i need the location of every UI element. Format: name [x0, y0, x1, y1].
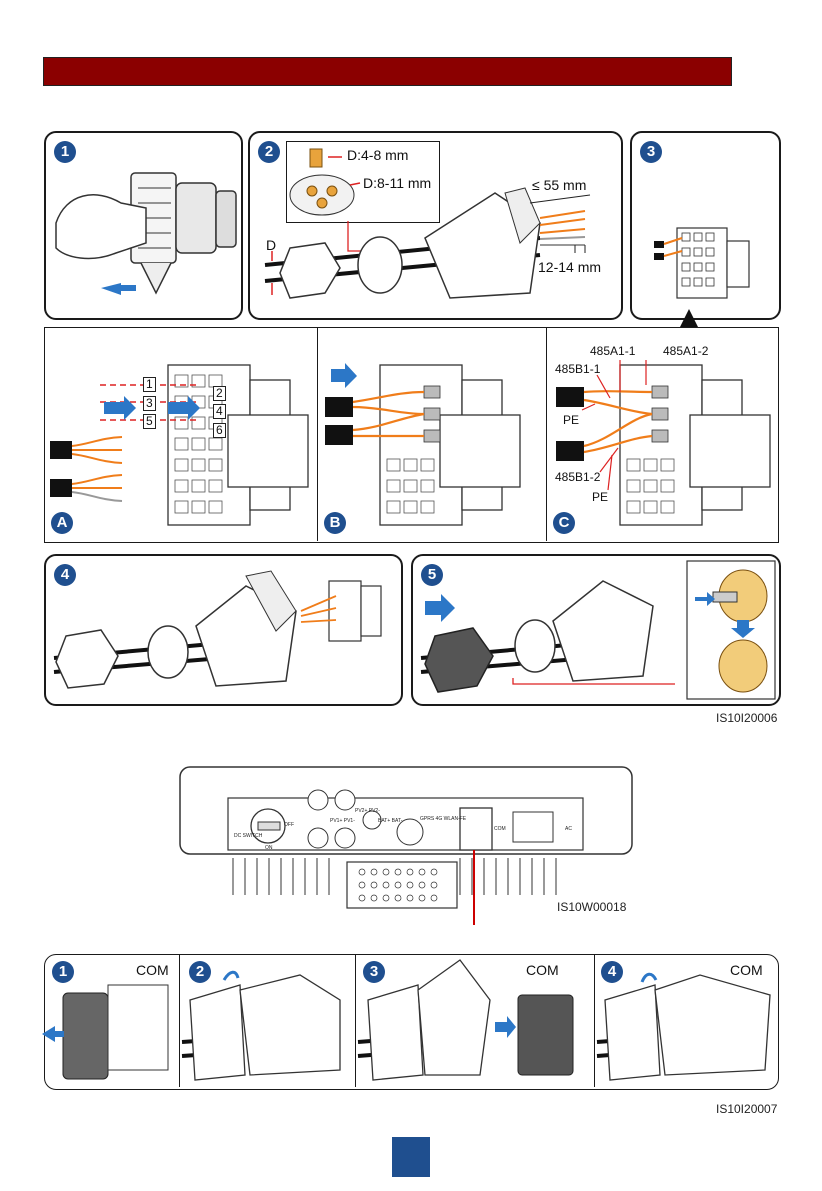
bottom-step-com-label: COM — [136, 962, 169, 978]
divider-bc — [546, 327, 547, 541]
sub-step-badge: A — [51, 512, 73, 534]
large-seal-diameter-label: D:8-11 mm — [363, 175, 431, 191]
bottom-step-badge: 3 — [363, 961, 385, 983]
pin-label: 5 — [143, 414, 156, 429]
page-footer-box — [392, 1137, 430, 1177]
section-header-bar — [43, 57, 732, 86]
cable-stripping-illustration — [250, 133, 621, 318]
wire-label-485a1-2: 485A1-2 — [663, 344, 708, 358]
bottom-step-badge: 2 — [189, 961, 211, 983]
bottom-step-badge: 4 — [601, 961, 623, 983]
device-label-on: ON — [265, 845, 273, 851]
pin-label: 3 — [143, 396, 156, 411]
wire-label-pe-1: PE — [563, 413, 579, 427]
device-label-pv1: PV1+ PV1- — [330, 818, 355, 824]
device-label-dc-switch: DC SWITCH — [234, 833, 262, 839]
sub-step-badge: B — [324, 512, 346, 534]
bottom-step-badge: 1 — [52, 961, 74, 983]
pin-label: 1 — [143, 377, 156, 392]
hand-removing-connector-illustration — [46, 133, 241, 318]
wire-label-485a1-1: 485A1-1 — [590, 344, 635, 358]
device-label-gprs: GPRS 4G WLAN-FE — [420, 816, 466, 822]
device-label-pv2: PV2+ PV2- — [355, 808, 380, 814]
sub-step-badge: C — [553, 512, 575, 534]
divider-b2 — [355, 955, 356, 1087]
pin-label: 6 — [213, 423, 226, 438]
figure-code-1: IS10I20006 — [716, 711, 777, 725]
pin-label: 4 — [213, 404, 226, 419]
step-3-panel: 3 — [630, 131, 781, 320]
strip-length-label: ≤ 55 mm — [532, 177, 586, 193]
pin-label: 2 — [213, 386, 226, 401]
bottom-step-com-label: COM — [730, 962, 763, 978]
figure-code-device: IS10W00018 — [557, 900, 626, 914]
device-label-bat: BAT+ BAT- — [378, 818, 402, 824]
terminal-block-thumbnail — [632, 133, 779, 318]
bare-length-label: 12-14 mm — [538, 259, 601, 275]
bottom-step-com-label: COM — [526, 962, 559, 978]
wire-label-485b1-2: 485B1-2 — [555, 470, 600, 484]
device-label-com: COM — [494, 826, 506, 832]
device-label-ac: AC — [565, 826, 572, 832]
device-label-off: OFF — [284, 822, 294, 828]
figure-code-2: IS10I20007 — [716, 1102, 777, 1116]
wire-label-pe-2: PE — [592, 490, 608, 504]
connector-assembly-illustration — [46, 556, 401, 704]
divider-ab — [317, 327, 318, 541]
small-seal-diameter-label: D:4-8 mm — [347, 147, 408, 163]
step-2-panel: 2 — [248, 131, 623, 320]
step-4-panel: 4 — [44, 554, 403, 706]
step-1-panel: 1 — [44, 131, 243, 320]
wire-label-485b1-1: 485B1-1 — [555, 362, 600, 376]
cable-diameter-label: D — [266, 237, 276, 253]
step-5-panel: 5 — [411, 554, 781, 706]
wiring-detail-frame — [44, 327, 779, 543]
divider-b1 — [179, 955, 180, 1087]
tighten-nut-illustration — [413, 556, 779, 704]
divider-b3 — [594, 955, 595, 1087]
